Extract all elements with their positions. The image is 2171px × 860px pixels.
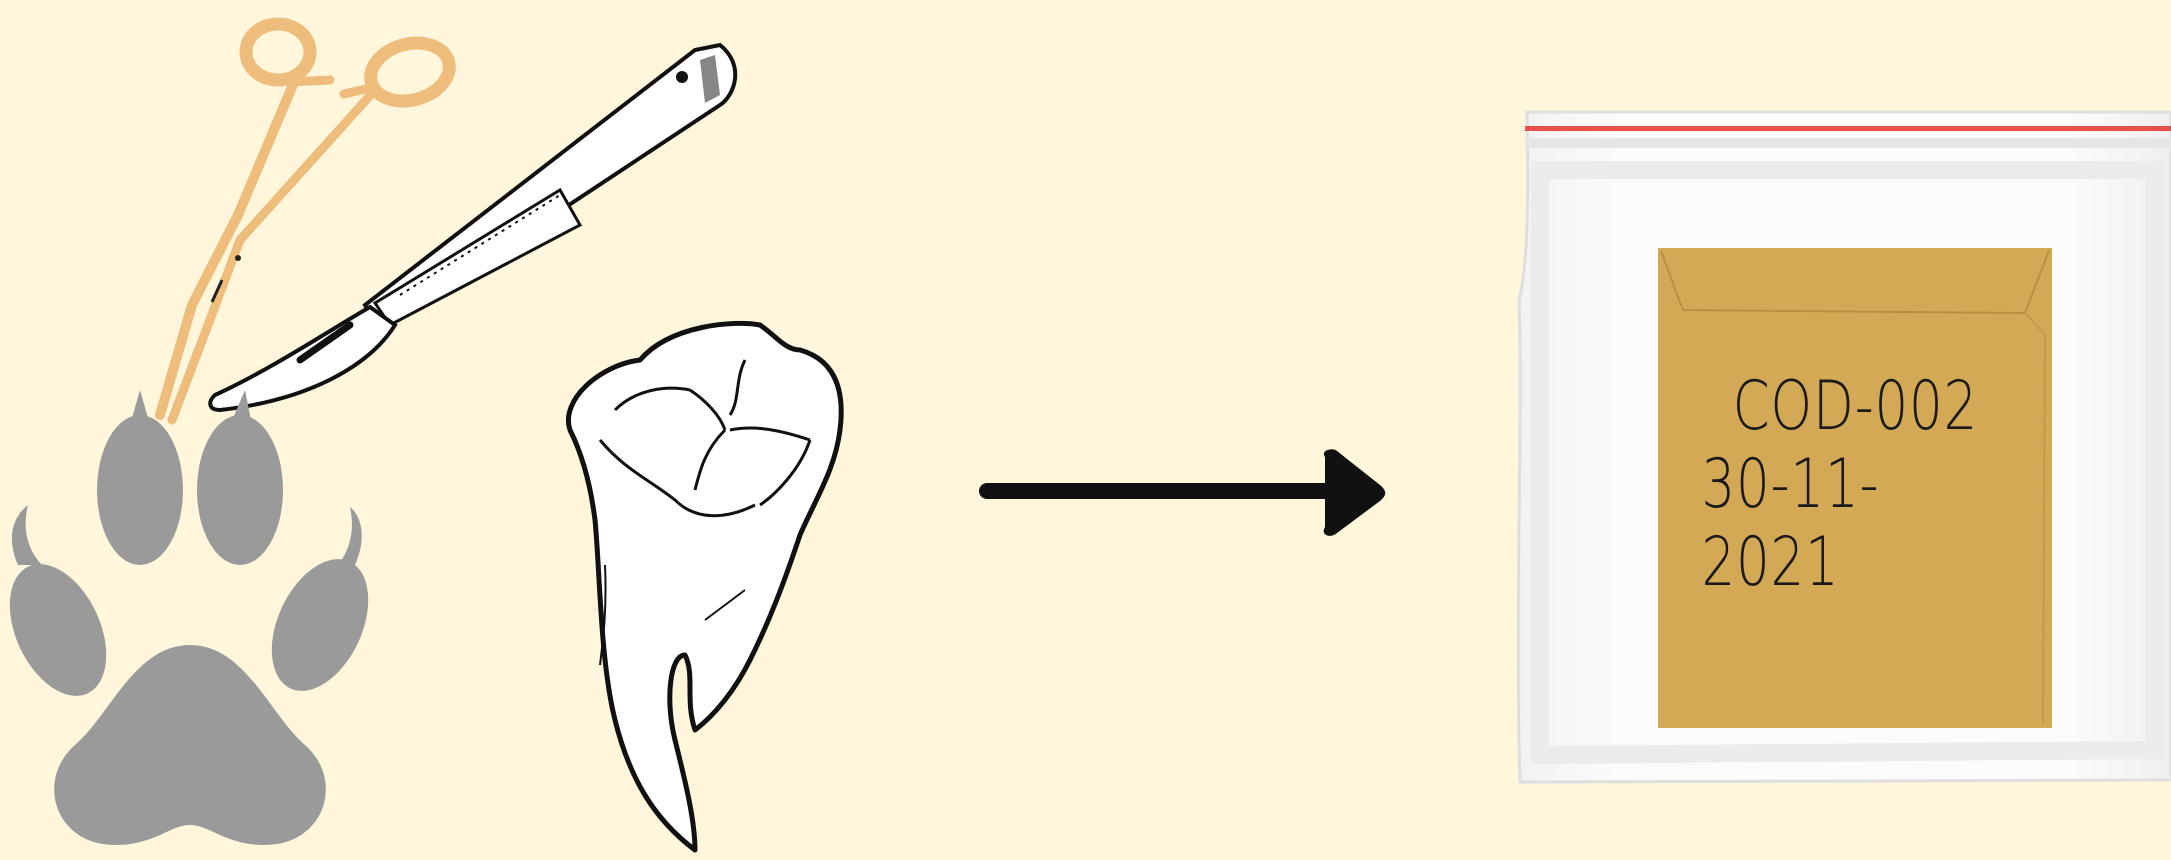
right-arrow-icon <box>975 445 1395 545</box>
sample-code: COD-002 <box>1733 368 1978 446</box>
envelope-label: COD-002 30-11-2021 <box>1658 245 2053 725</box>
sample-date: 30-11-2021 <box>1701 446 2009 602</box>
tooth-icon <box>555 320 855 860</box>
paw-print-icon <box>0 395 380 855</box>
